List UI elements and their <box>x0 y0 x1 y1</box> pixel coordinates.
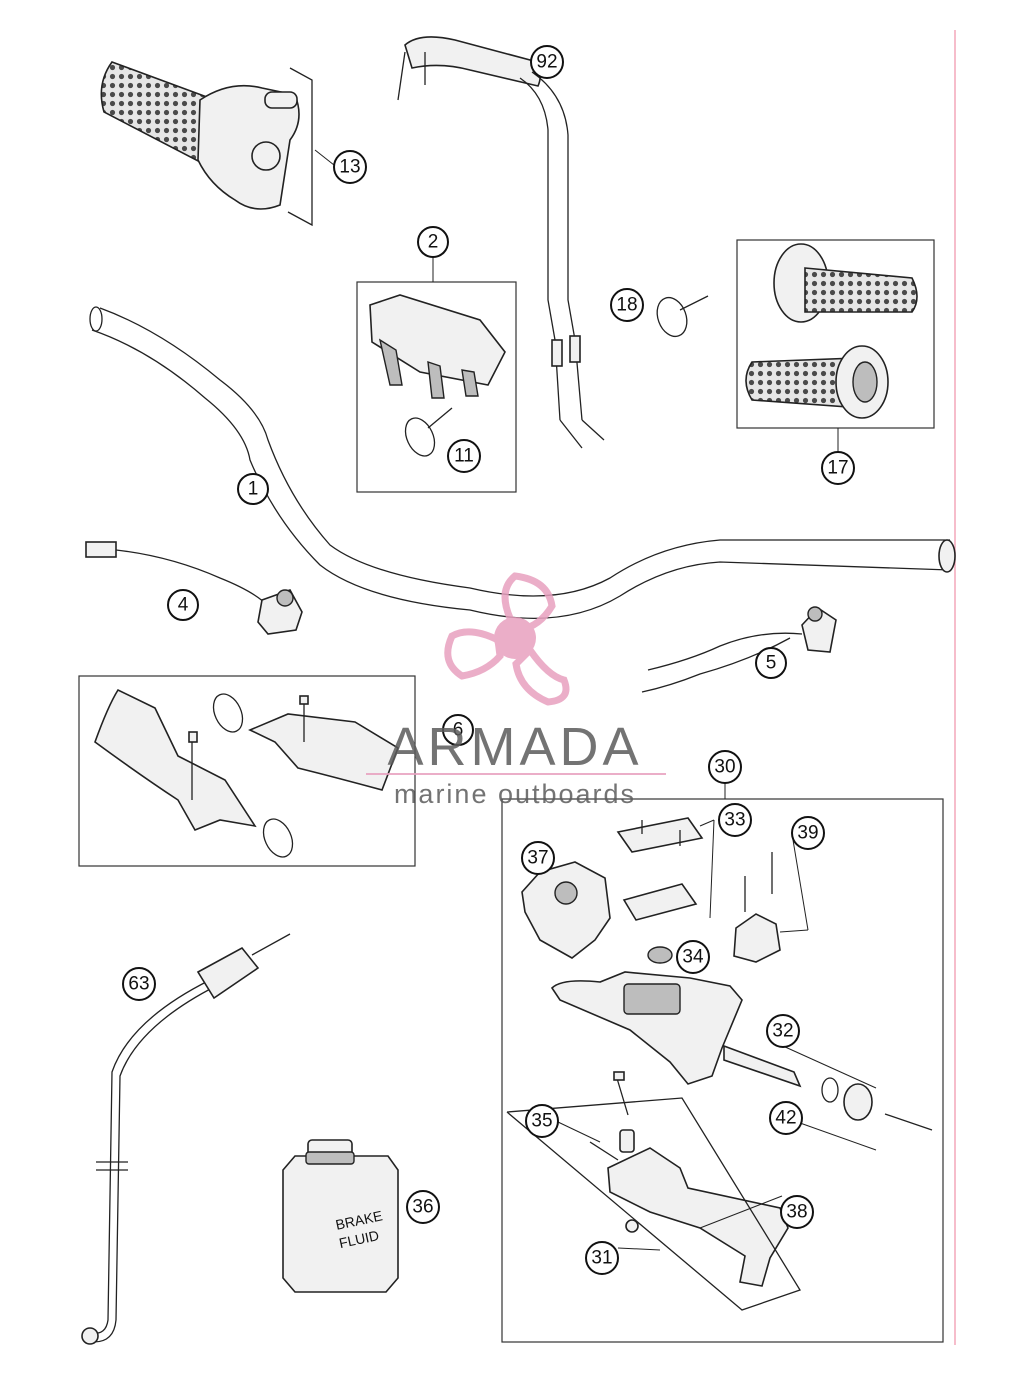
callout-30: 30 <box>708 750 742 784</box>
master-cylinder-parts <box>506 817 933 1311</box>
callout-38: 38 <box>780 1195 814 1229</box>
callout-label: 38 <box>786 1202 807 1223</box>
watermark-tagline: marine outboards <box>394 779 636 809</box>
callout-17: 17 <box>821 451 855 485</box>
callout-label: 63 <box>128 974 149 995</box>
callout-label: 92 <box>536 52 557 73</box>
callout-34: 34 <box>676 940 710 974</box>
grip-set <box>745 243 918 419</box>
callout-label: 31 <box>591 1248 612 1269</box>
callout-label: 30 <box>714 757 735 778</box>
handlebar <box>89 306 956 619</box>
callout-label: 37 <box>527 848 548 869</box>
callout-label: 6 <box>453 720 464 741</box>
callout-label: 35 <box>531 1111 552 1132</box>
brake-fluid-bottle: BRAKE FLUID <box>282 1139 399 1293</box>
kill-switch-right <box>641 606 837 693</box>
brake-hose <box>81 933 291 1345</box>
callout-label: 5 <box>766 653 777 674</box>
number-plate-part <box>369 294 506 399</box>
callout-36: 36 <box>406 1190 440 1224</box>
number-plate-box <box>356 281 517 493</box>
callout-18: 18 <box>610 288 644 322</box>
callout-33: 33 <box>718 803 752 837</box>
throttle-grip-assembly <box>100 61 313 227</box>
callout-label: 34 <box>682 947 704 968</box>
callout-5: 5 <box>755 647 787 679</box>
callout-4: 4 <box>167 589 199 621</box>
handguard-box <box>78 675 416 867</box>
callout-31: 31 <box>585 1241 619 1275</box>
grip-set-box <box>736 239 935 429</box>
callout-2: 2 <box>417 226 449 258</box>
callout-label: 1 <box>248 479 259 500</box>
callout-39: 39 <box>791 816 825 850</box>
cable-tie-18 <box>656 295 709 338</box>
callout-label: 36 <box>412 1197 433 1218</box>
watermark: ARMADA marine outboards <box>366 572 666 809</box>
callout-37: 37 <box>521 841 555 875</box>
handguard-left <box>94 688 257 832</box>
callout-label: 18 <box>616 295 637 316</box>
callout-11: 11 <box>447 439 481 473</box>
callout-label: 13 <box>339 157 360 178</box>
throttle-cable-set <box>397 36 605 449</box>
callout-35: 35 <box>525 1104 559 1138</box>
callout-label: 4 <box>178 595 189 616</box>
callout-6: 6 <box>442 714 474 746</box>
callout-1: 1 <box>237 473 269 505</box>
handguard-right <box>248 695 399 791</box>
callout-32: 32 <box>766 1014 800 1048</box>
callout-label: 33 <box>724 810 745 831</box>
callout-label: 42 <box>775 1108 796 1129</box>
master-cylinder-box <box>501 798 944 1343</box>
callout-13: 13 <box>333 150 367 184</box>
callout-label: 11 <box>454 446 474 467</box>
watermark-brand: ARMADA <box>387 717 642 777</box>
callout-42: 42 <box>769 1101 803 1135</box>
callout-label: 2 <box>428 232 439 253</box>
callout-label: 39 <box>797 823 818 844</box>
callout-92: 92 <box>530 45 564 79</box>
callout-63: 63 <box>122 967 156 1001</box>
cable-tie-11 <box>404 407 453 457</box>
handguard-ties <box>212 693 294 858</box>
callout-label: 32 <box>772 1021 793 1042</box>
propeller-logo-icon <box>444 572 570 706</box>
kill-switch-left <box>85 541 303 635</box>
callout-label: 17 <box>827 458 848 479</box>
